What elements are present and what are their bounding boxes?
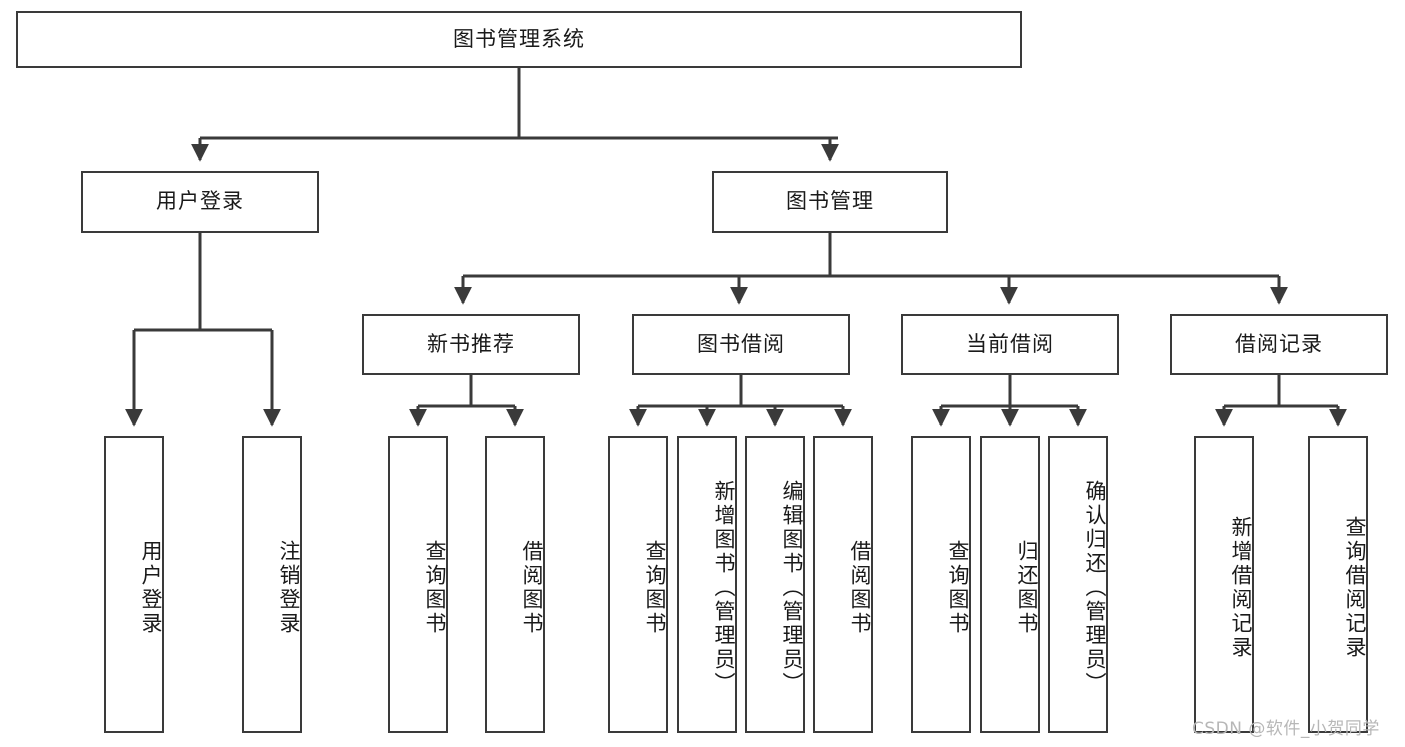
node-leaf-add-book-admin-label: 新增图书（管理员） — [712, 479, 736, 696]
node-leaf-user-login-label: 用户登录 — [139, 539, 163, 636]
node-current-borrow-label: 当前借阅 — [966, 331, 1054, 356]
node-new-book-recommend-label: 新书推荐 — [427, 331, 515, 356]
node-leaf-edit-book-admin-label: 编辑图书（管理员） — [780, 479, 804, 696]
node-leaf-query-book-1-label: 查询图书 — [423, 539, 447, 636]
node-leaf-query-book-1[interactable]: 查询图书 — [388, 436, 448, 733]
node-leaf-confirm-return-admin[interactable]: 确认归还（管理员） — [1048, 436, 1108, 733]
node-borrow-record[interactable]: 借阅记录 — [1170, 314, 1388, 375]
node-leaf-logout-login-label: 注销登录 — [277, 539, 301, 636]
node-root[interactable]: 图书管理系统 — [16, 11, 1022, 68]
node-book-management[interactable]: 图书管理 — [712, 171, 948, 233]
node-leaf-query-book-3[interactable]: 查询图书 — [911, 436, 971, 733]
node-leaf-borrow-book-1[interactable]: 借阅图书 — [485, 436, 545, 733]
node-leaf-query-book-2-label: 查询图书 — [643, 539, 667, 636]
node-new-book-recommend[interactable]: 新书推荐 — [362, 314, 580, 375]
node-current-borrow[interactable]: 当前借阅 — [901, 314, 1119, 375]
node-leaf-confirm-return-admin-label: 确认归还（管理员） — [1083, 479, 1107, 696]
node-leaf-add-borrow-record[interactable]: 新增借阅记录 — [1194, 436, 1254, 733]
node-user-login-label: 用户登录 — [156, 189, 244, 214]
node-root-label: 图书管理系统 — [453, 26, 585, 51]
node-leaf-borrow-book-1-label: 借阅图书 — [520, 539, 544, 636]
node-borrow-record-label: 借阅记录 — [1235, 331, 1323, 356]
node-book-management-label: 图书管理 — [786, 189, 874, 214]
node-book-borrow[interactable]: 图书借阅 — [632, 314, 850, 375]
node-leaf-return-book[interactable]: 归还图书 — [980, 436, 1040, 733]
node-leaf-query-book-2[interactable]: 查询图书 — [608, 436, 668, 733]
node-leaf-borrow-book-2[interactable]: 借阅图书 — [813, 436, 873, 733]
node-book-borrow-label: 图书借阅 — [697, 331, 785, 356]
node-leaf-query-book-3-label: 查询图书 — [946, 539, 970, 636]
node-leaf-add-borrow-record-label: 新增借阅记录 — [1229, 515, 1253, 660]
node-leaf-logout-login[interactable]: 注销登录 — [242, 436, 302, 733]
node-leaf-return-book-label: 归还图书 — [1015, 539, 1039, 636]
node-leaf-query-borrow-record[interactable]: 查询借阅记录 — [1308, 436, 1368, 733]
node-leaf-borrow-book-2-label: 借阅图书 — [848, 539, 872, 636]
node-leaf-user-login[interactable]: 用户登录 — [104, 436, 164, 733]
node-leaf-query-borrow-record-label: 查询借阅记录 — [1343, 515, 1367, 660]
node-user-login[interactable]: 用户登录 — [81, 171, 319, 233]
csdn-watermark: CSDN @软件_小贺同学 — [1192, 719, 1380, 739]
node-leaf-add-book-admin[interactable]: 新增图书（管理员） — [677, 436, 737, 733]
node-leaf-edit-book-admin[interactable]: 编辑图书（管理员） — [745, 436, 805, 733]
